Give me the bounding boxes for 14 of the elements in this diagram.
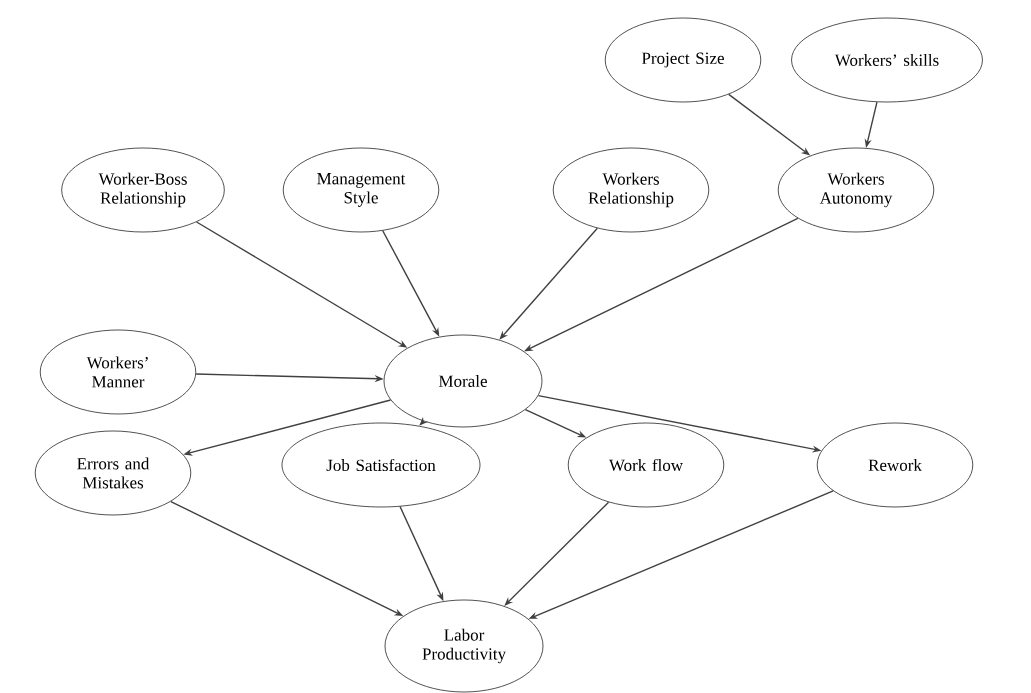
arrow — [504, 501, 610, 606]
ellipse-node: Project Size — [604, 17, 762, 103]
ellipse-node: Workers Relationship — [552, 147, 710, 233]
ellipse-node: Management Style — [282, 147, 440, 233]
ellipse-node: Job Satisfaction — [281, 422, 481, 508]
ellipse-node: Rework — [816, 422, 974, 508]
ellipse-node: Morale — [383, 334, 543, 428]
ellipse-node: Labor Productivity — [384, 599, 544, 693]
ellipse-node: Work flow — [567, 422, 725, 508]
ellipse-node: Workers Autonomy — [777, 147, 935, 233]
ellipse-node: Workers’ Manner — [39, 329, 197, 415]
ellipse-node: Workers’ skills — [791, 17, 983, 103]
ellipse-node: Worker-Boss Relationship — [61, 147, 225, 233]
ellipse-node: Errors and Mistakes — [34, 430, 192, 516]
